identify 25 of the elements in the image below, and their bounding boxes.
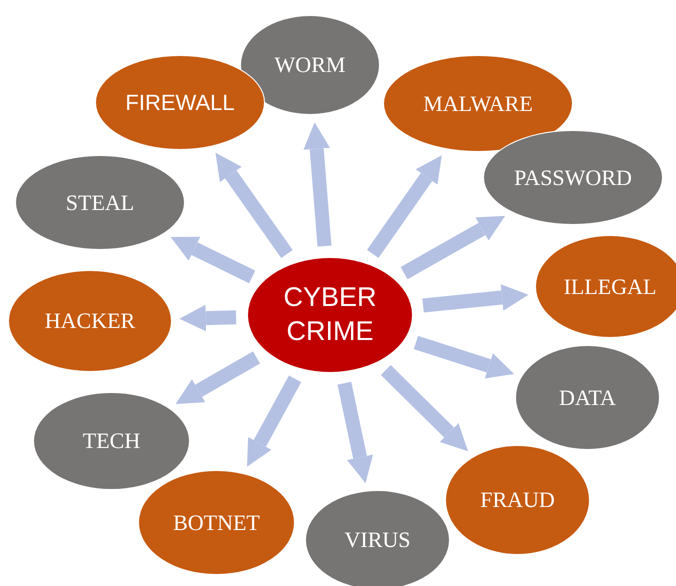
block-arrow — [176, 351, 260, 404]
node-label: BOTNET — [173, 508, 260, 536]
node-label: WORM — [274, 51, 346, 79]
block-arrow — [179, 304, 236, 332]
block-arrow — [215, 152, 293, 258]
node-label: FRAUD — [480, 486, 555, 514]
block-arrow — [170, 236, 256, 284]
node-label: CYBER CRIME — [282, 281, 378, 348]
block-arrow — [400, 216, 506, 280]
node-label: VIRUS — [344, 526, 410, 554]
node-label: HACKER — [44, 307, 136, 335]
node-label: DATA — [559, 384, 616, 412]
node-label: TECH — [82, 427, 140, 455]
block-arrow — [380, 365, 468, 452]
node-label: STEAL — [66, 188, 134, 216]
node-label: MALWARE — [423, 90, 533, 118]
block-arrow — [303, 122, 332, 247]
block-arrow — [367, 155, 442, 258]
node-label: PASSWORD — [514, 164, 632, 192]
block-arrow — [422, 284, 528, 312]
block-arrow — [338, 382, 374, 484]
node-label: ILLEGAL — [564, 272, 656, 300]
node-label: FIREWALL — [125, 88, 235, 116]
block-arrow — [414, 336, 514, 379]
block-arrow — [247, 375, 302, 467]
